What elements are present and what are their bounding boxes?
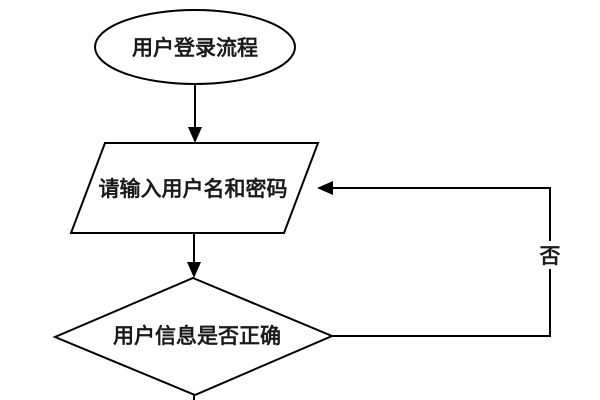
edge-no-line (331, 187, 551, 337)
start-node-label: 用户登录流程 (132, 36, 258, 60)
edge-decision-no-loop: 否 (317, 181, 563, 337)
input-node-label: 请输入用户名和密码 (99, 177, 288, 201)
arrowhead-left-icon (317, 181, 333, 195)
edge-start-to-input (188, 84, 202, 143)
decision-node-label: 用户信息是否正确 (113, 324, 281, 348)
input-parallelogram-shape (69, 142, 320, 234)
start-node: 用户登录流程 (94, 9, 296, 85)
edge-no-label: 否 (540, 245, 561, 268)
input-node: 请输入用户名和密码 (69, 142, 320, 234)
edge-input-to-decision (187, 233, 201, 278)
edge-no-label-bg (537, 241, 563, 269)
arrowhead-down-icon (188, 127, 202, 143)
decision-node: 用户信息是否正确 (52, 276, 335, 397)
arrowhead-down-icon (187, 262, 201, 278)
